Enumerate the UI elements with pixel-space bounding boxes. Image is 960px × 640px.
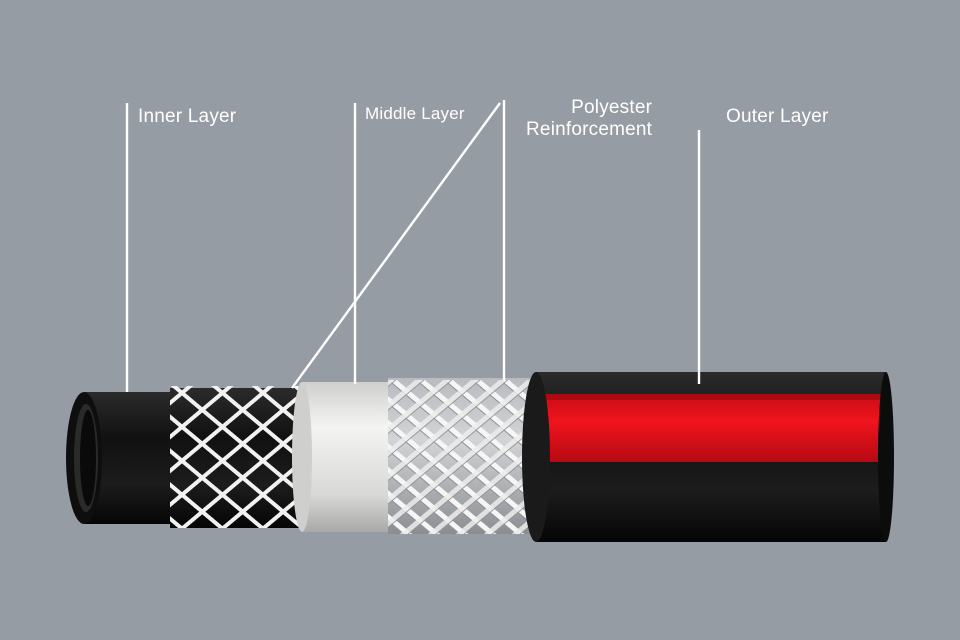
polyester-label-line1: Polyester	[571, 97, 653, 118]
polyester-label-line2: Reinforcement	[526, 119, 653, 140]
middle-layer-tube	[292, 382, 398, 532]
polyester-leader-diagonal	[291, 102, 501, 389]
polyester-reinforcement-label: Polyester Reinforcement	[526, 97, 652, 141]
inner-braid	[170, 386, 310, 528]
inner-layer-label: Inner Layer	[138, 106, 237, 127]
outer-layer-label: Outer Layer	[726, 106, 829, 127]
polyester-reinforcement-braid	[388, 378, 548, 534]
leader-lines	[125, 100, 701, 392]
middle-layer-label: Middle Layer	[365, 104, 465, 123]
outer-layer-tube	[522, 372, 894, 542]
